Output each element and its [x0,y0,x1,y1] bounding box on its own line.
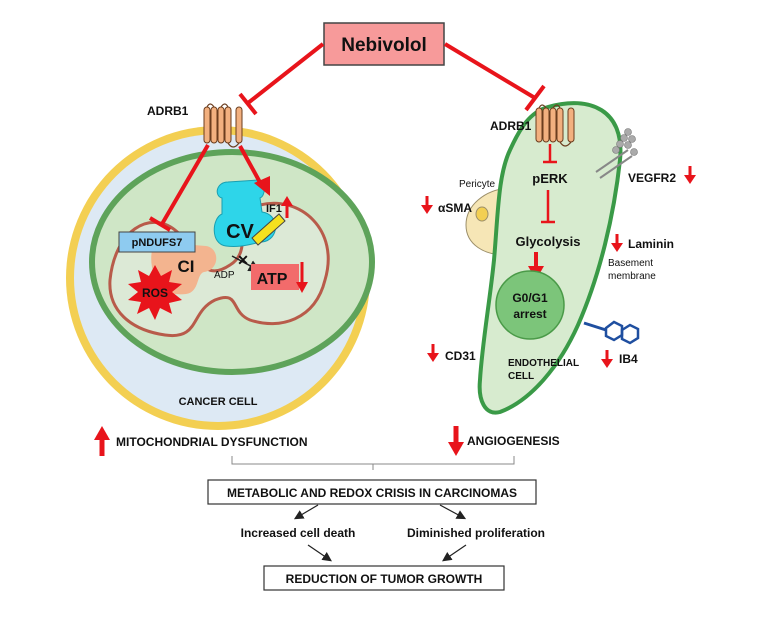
merge-bracket [231,456,515,470]
ib4-down-arrow [601,350,613,368]
drug-inhibition-left [238,42,325,116]
crisis-to-death-arrow [293,504,319,520]
cell-death-label: Increased cell death [241,526,356,540]
arrest-line-1: G0/G1 [512,291,548,305]
cd31-down-arrow [427,344,439,362]
adrb1-label-right: ADRB1 [490,119,532,133]
angiogenesis-label: ANGIOGENESIS [467,434,560,448]
cd31-label: CD31 [445,349,476,363]
adrb1-to-perk-inhibition [543,144,557,164]
svg-text:METABOLIC AND REDOX CRISIS IN: METABOLIC AND REDOX CRISIS IN CARCINOMAS [227,486,517,500]
nucleus: G0/G1 arrest [495,270,565,340]
ib4-molecule [583,320,640,345]
crisis-to-proliferation-arrow [439,504,467,520]
svg-text:REDUCTION OF TUMOR GROWTH: REDUCTION OF TUMOR GROWTH [286,572,483,586]
death-to-final-arrow [307,544,332,562]
adrb1-to-pndufs7-inhibition [148,143,210,232]
if1-label: IF1 [266,203,282,215]
if1-inhibitor [251,213,286,246]
pndufs7-box: pNDUFS7 [118,231,196,253]
adrb1-receptor-left [203,103,243,148]
mito-dysfunction-up-arrow [94,426,110,456]
if1-up-arrow [281,196,293,218]
asma-label: αSMA [438,201,472,215]
asma-down-arrow [421,196,433,214]
vegfr2-label: VEGFR2 [628,171,676,185]
basement-label-1: Basement [608,258,653,269]
adp-label: ADP [214,270,235,281]
nebivolol-box: Nebivolol [323,22,445,66]
laminin-label: Laminin [628,237,674,251]
pericyte-label: Pericyte [459,179,496,190]
svg-text:pNDUFS7: pNDUFS7 [132,237,183,249]
endothelial-label-1: ENDOTHELIAL [508,358,579,369]
atp-box: ATP [251,264,299,290]
endothelial-label-2: CELL [508,371,534,382]
mito-dysfunction-label: MITOCHONDRIAL DYSFUNCTION [116,435,308,449]
svg-text:ATP: ATP [257,271,288,288]
perk-label: pERK [532,171,568,186]
glycolysis-label: Glycolysis [515,234,580,249]
adrb1-label-left: ADRB1 [147,104,189,118]
final-outcome-box: REDUCTION OF TUMOR GROWTH [263,565,505,591]
complex-v-label: CV [226,221,254,243]
complex-i-label: CI [178,257,195,276]
basement-label-2: membrane [608,271,656,282]
adrb1-receptor-right [535,104,575,147]
atp-down-arrow [296,262,308,293]
vegfr2-down-arrow [684,166,696,184]
adrb1-to-if1-arrow [238,145,270,196]
crisis-box: METABOLIC AND REDOX CRISIS IN CARCINOMAS [207,479,537,505]
proliferation-to-final-arrow [442,544,467,562]
block-mark: ✕ [237,252,249,268]
drug-label: Nebivolol [341,35,427,56]
perk-to-glycolysis-inhibition [541,190,555,224]
drug-inhibition-right [443,42,546,112]
vegfr2-receptor [595,128,638,179]
cancer-cell-label: CANCER CELL [179,396,258,408]
ib4-label: IB4 [619,352,638,366]
svg-text:ROS: ROS [142,286,168,300]
angiogenesis-down-arrow [448,426,464,456]
complex-v: CV [213,179,276,247]
laminin-down-arrow [611,234,623,252]
ros-burst: ROS [128,265,182,320]
proliferation-label: Diminished proliferation [407,526,545,540]
arrest-line-2: arrest [513,307,546,321]
